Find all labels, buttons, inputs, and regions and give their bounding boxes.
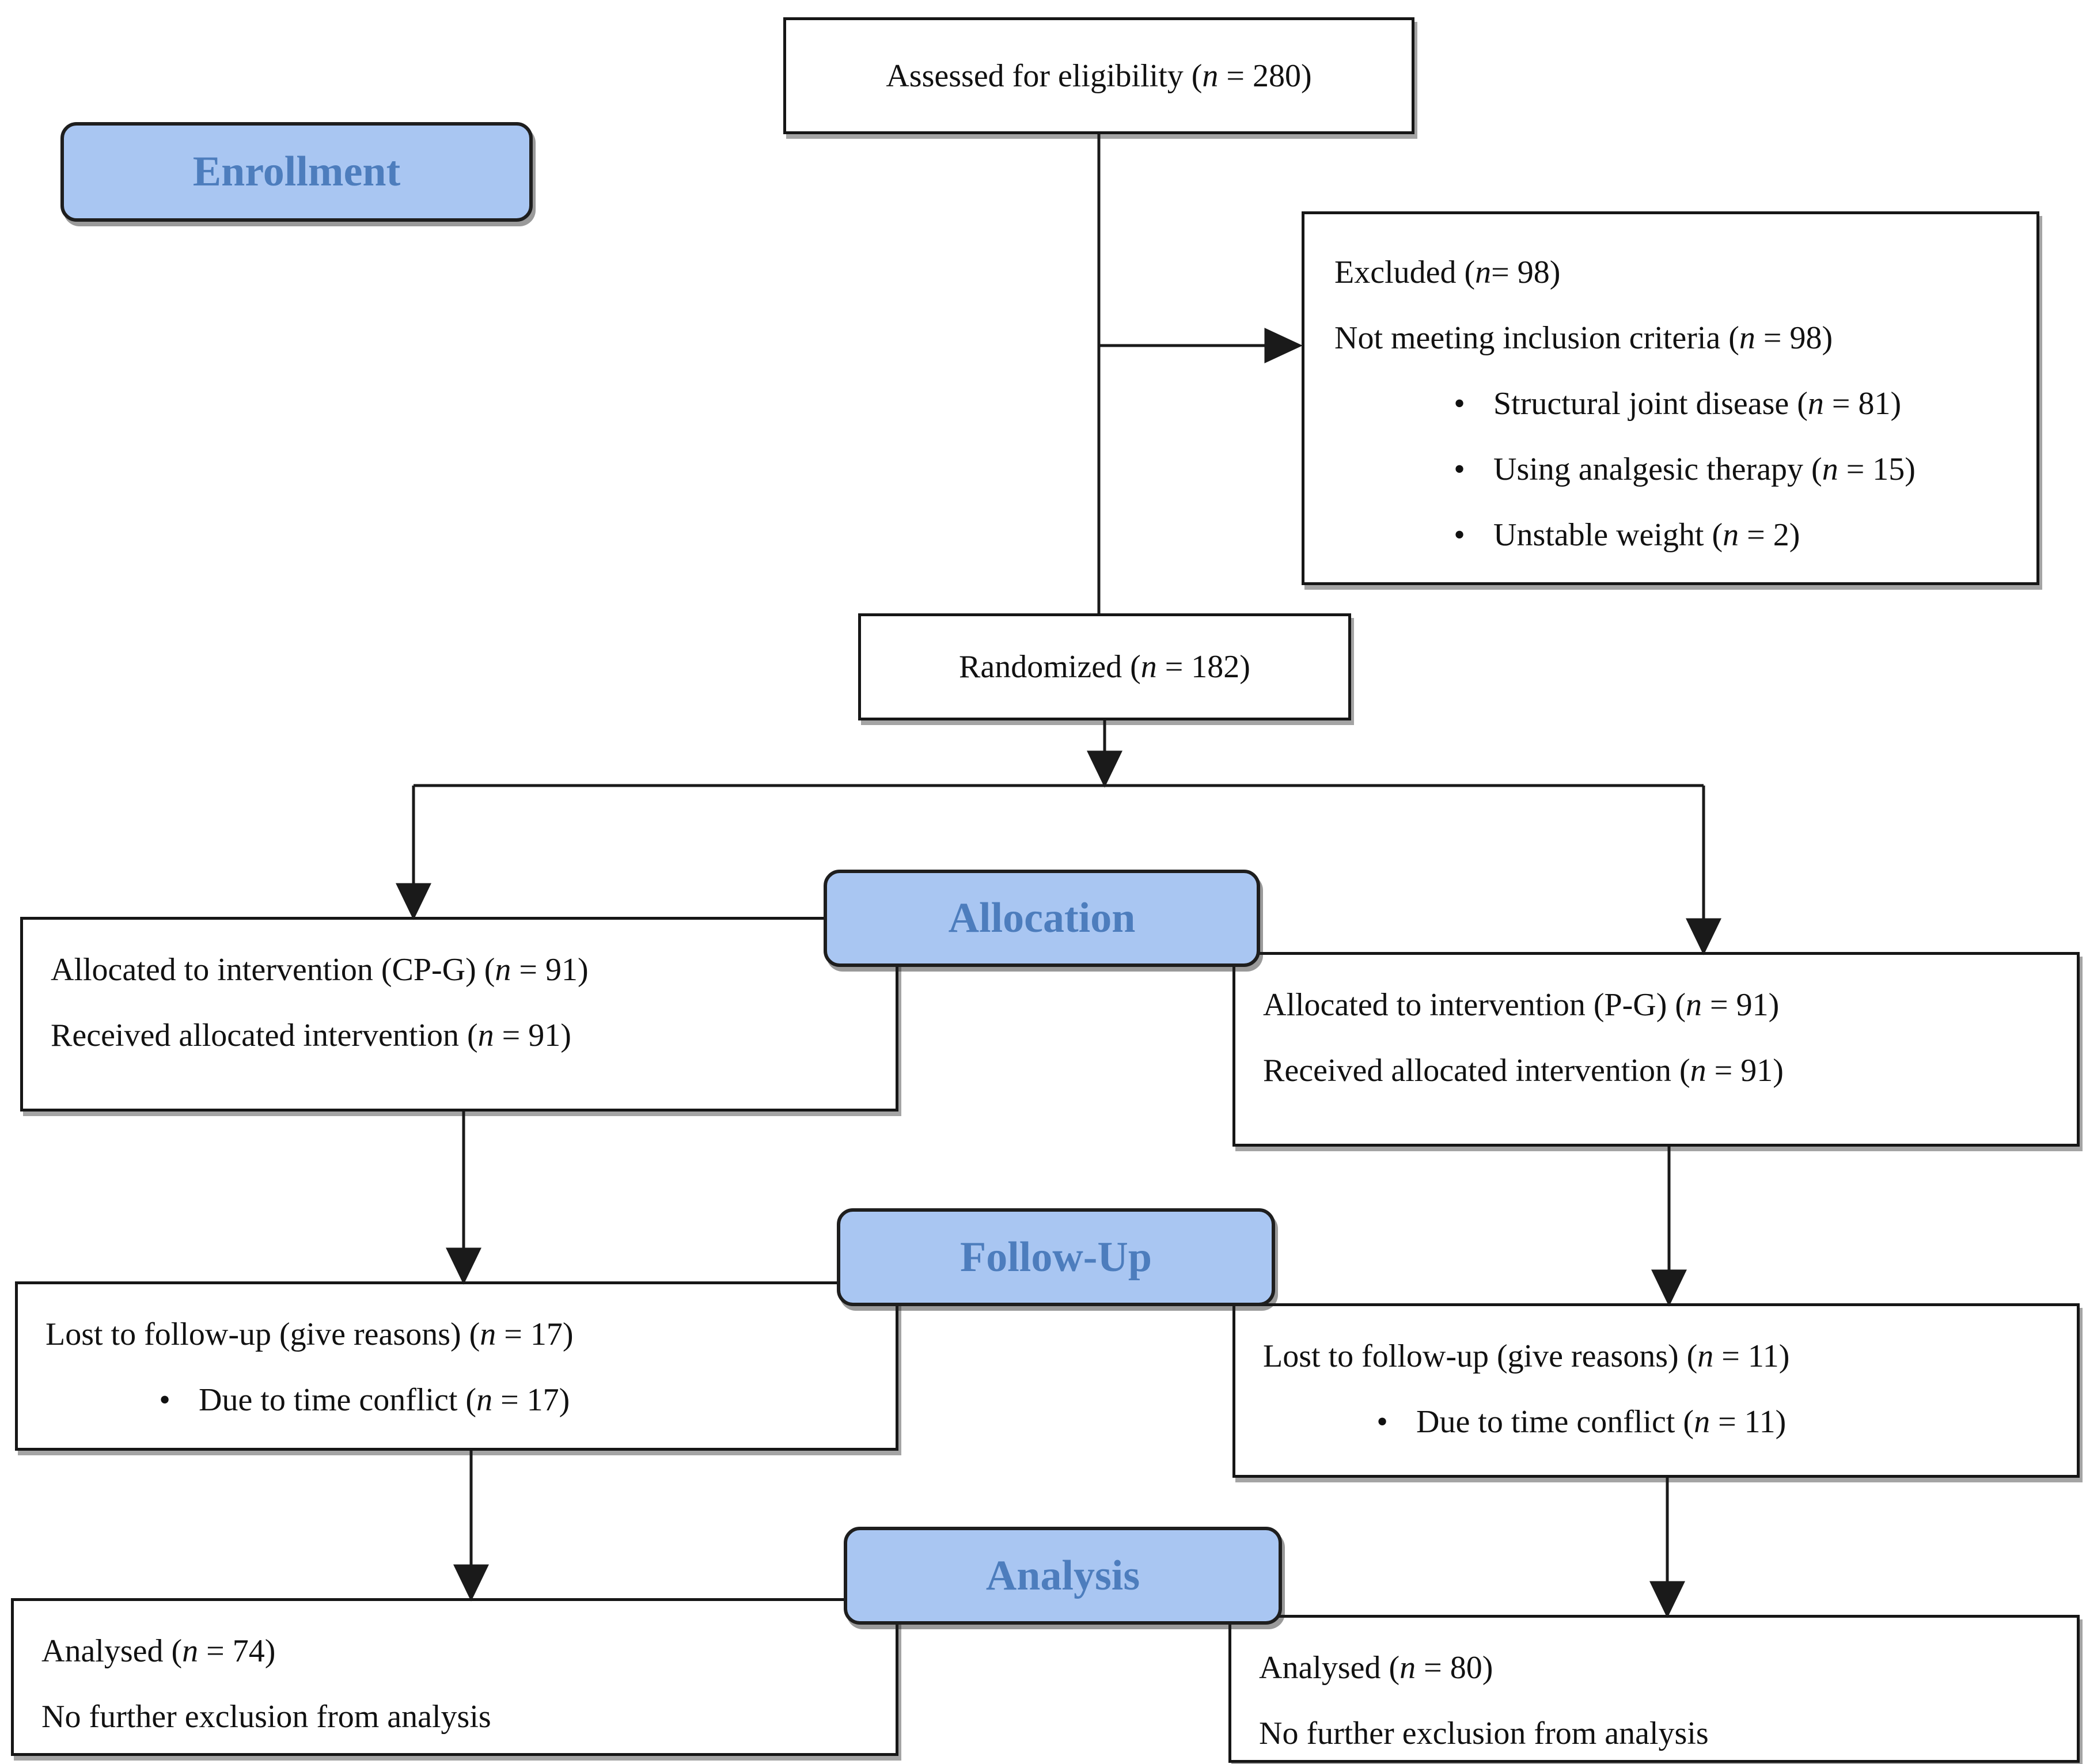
bullet-dot-icon: • <box>1376 1404 1388 1440</box>
excluded-bullet-item: • Structural joint disease (n = 81) <box>1425 371 2020 437</box>
excluded-bullet2-text: Using analgesic therapy (n = 15) <box>1493 452 1916 487</box>
left-analysis-line2: No further exclusion from analysis <box>41 1699 491 1735</box>
arrowhead-left-allocation <box>396 883 431 920</box>
left-allocation-line1: Allocated to intervention (CP-G) (n = 91… <box>51 952 589 988</box>
right-allocation-box: Allocated to intervention (P-G) (n = 91)… <box>1232 952 2080 1147</box>
randomized-box: Randomized (n = 182) <box>858 613 1351 720</box>
allocation-label-text: Allocation <box>948 894 1136 942</box>
excluded-box: Excluded (n= 98) Not meeting inclusion c… <box>1302 211 2039 585</box>
right-allocation-line2: Received allocated intervention (n = 91) <box>1263 1053 1784 1088</box>
arrowhead-right-analysis <box>1649 1581 1685 1618</box>
excluded-bullet-item: • Using analgesic therapy (n = 15) <box>1425 437 2020 502</box>
randomized-text: Randomized (n = 182) <box>959 649 1250 685</box>
left-followup-line1: Lost to follow-up (give reasons) (n = 17… <box>45 1317 574 1352</box>
arrowhead-excluded <box>1264 328 1303 363</box>
left-followup-bullet-text: Due to time conflict (n = 17) <box>199 1382 570 1418</box>
left-allocation-box: Allocated to intervention (CP-G) (n = 91… <box>20 917 898 1111</box>
right-allocation-line1: Allocated to intervention (P-G) (n = 91) <box>1263 987 1780 1023</box>
bullet-dot-icon: • <box>159 1382 170 1418</box>
stage-label-analysis: Analysis <box>844 1527 1282 1625</box>
assessed-eligibility-box: Assessed for eligibility (n = 280) <box>783 17 1414 134</box>
stage-label-enrollment: Enrollment <box>60 122 533 222</box>
excluded-bullet1-text: Structural joint disease (n = 81) <box>1493 386 1902 422</box>
bullet-dot-icon: • <box>1454 452 1465 487</box>
right-followup-line1: Lost to follow-up (give reasons) (n = 11… <box>1263 1338 1790 1374</box>
excluded-line2: Not meeting inclusion criteria (n = 98) <box>1334 320 1833 356</box>
right-analysis-line1: Analysed (n = 80) <box>1259 1650 1493 1686</box>
left-allocation-line2: Received allocated intervention (n = 91) <box>51 1018 571 1053</box>
right-followup-bullet-text: Due to time conflict (n = 11) <box>1416 1404 1787 1440</box>
excluded-bullet-item: • Unstable weight (n = 2) <box>1425 502 2020 568</box>
stage-label-allocation: Allocation <box>824 870 1260 967</box>
bullet-dot-icon: • <box>1454 386 1465 422</box>
left-followup-box: Lost to follow-up (give reasons) (n = 17… <box>15 1281 898 1451</box>
left-followup-bullet-item: • Due to time conflict (n = 17) <box>131 1367 879 1433</box>
excluded-bullet3-text: Unstable weight (n = 2) <box>1493 517 1800 553</box>
followup-label-text: Follow-Up <box>960 1233 1152 1281</box>
analysis-label-text: Analysis <box>985 1551 1140 1599</box>
right-followup-bullet-item: • Due to time conflict (n = 11) <box>1348 1389 2061 1455</box>
arrowhead-left-followup <box>446 1247 481 1285</box>
left-analysis-line1: Analysed (n = 74) <box>41 1633 276 1669</box>
arrowhead-right-followup <box>1651 1269 1687 1307</box>
right-analysis-box: Analysed (n = 80) No further exclusion f… <box>1228 1615 2080 1763</box>
bullet-dot-icon: • <box>1454 517 1465 553</box>
right-followup-box: Lost to follow-up (give reasons) (n = 11… <box>1232 1303 2080 1478</box>
arrowhead-left-analysis <box>453 1564 489 1602</box>
arrowhead-right-allocation <box>1686 918 1721 955</box>
right-analysis-line2: No further exclusion from analysis <box>1259 1716 1709 1751</box>
enrollment-label-text: Enrollment <box>192 148 401 195</box>
assessed-eligibility-text: Assessed for eligibility (n = 280) <box>886 58 1312 94</box>
excluded-line1: Excluded (n= 98) <box>1334 255 1561 290</box>
arrowhead-split <box>1087 750 1122 788</box>
left-analysis-box: Analysed (n = 74) No further exclusion f… <box>11 1598 898 1756</box>
stage-label-followup: Follow-Up <box>837 1208 1275 1306</box>
